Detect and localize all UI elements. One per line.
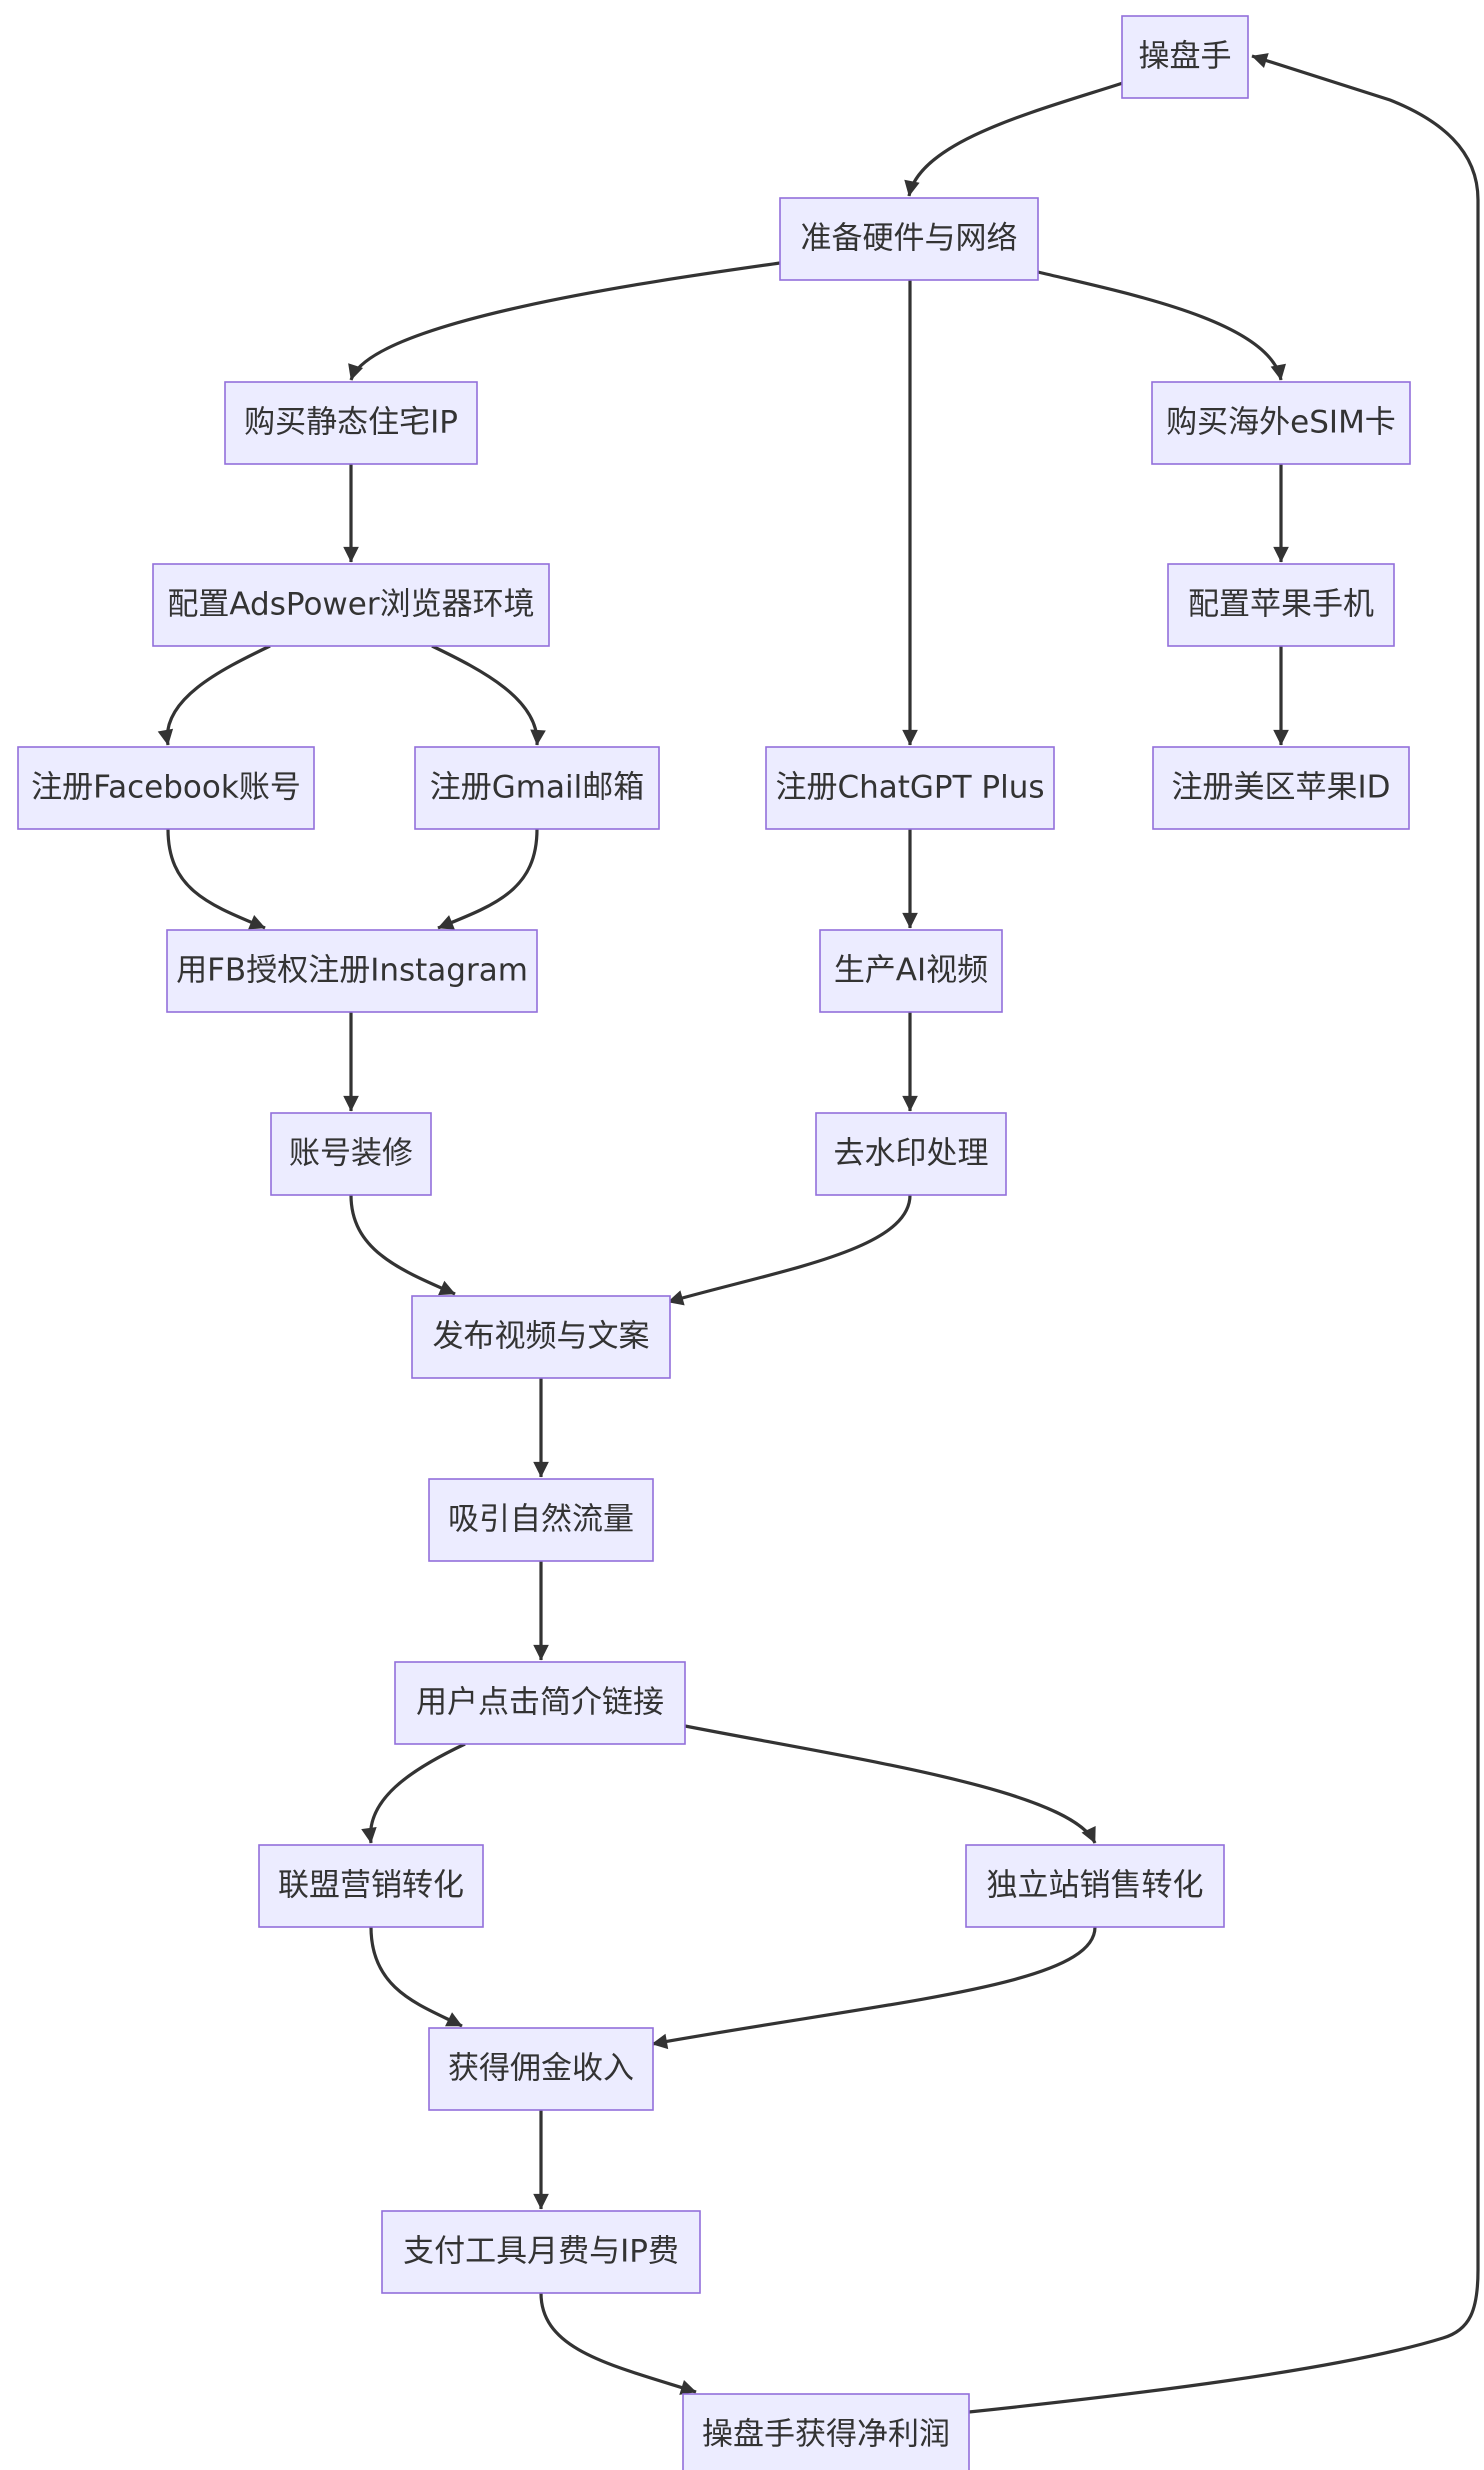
- node-label: 去水印处理: [834, 1136, 989, 1172]
- node-label: 配置苹果手机: [1188, 587, 1374, 623]
- node-publish: 发布视频与文案: [411, 1295, 671, 1379]
- edge-adspower-to-facebook: [157, 644, 271, 746]
- node-click: 用户点击简介链接: [394, 1661, 686, 1745]
- node-chatgpt: 注册ChatGPT Plus: [765, 746, 1055, 830]
- edge-facebook-to-instagram: [166, 828, 266, 930]
- edge-gmail-to-instagram: [437, 828, 539, 930]
- node-box: [1152, 746, 1410, 830]
- node-label: 配置AdsPower浏览器环境: [167, 587, 534, 623]
- edge-prepare-to-buy-ip: [348, 261, 781, 381]
- node-label: 发布视频与文案: [433, 1319, 650, 1355]
- node-box: [819, 929, 1003, 1013]
- edge-watermark-to-publish: [667, 1194, 912, 1306]
- node-label: 用户点击简介链接: [416, 1685, 664, 1721]
- node-box: [428, 2027, 654, 2111]
- node-label: 吸引自然流量: [448, 1502, 634, 1538]
- node-buy-esim: 购买海外eSIM卡: [1151, 381, 1411, 465]
- node-box: [779, 197, 1039, 281]
- node-box: [414, 746, 660, 830]
- node-label: 购买海外eSIM卡: [1166, 405, 1396, 441]
- node-prepare: 准备硬件与网络: [779, 197, 1039, 281]
- node-box: [428, 1478, 654, 1562]
- node-label: 操盘手: [1139, 39, 1232, 75]
- node-label: 支付工具月费与IP费: [403, 2234, 679, 2270]
- node-box: [411, 1295, 671, 1379]
- edge-affiliate-to-commission: [369, 1926, 463, 2028]
- node-label: 注册ChatGPT Plus: [775, 770, 1044, 806]
- node-box: [765, 746, 1055, 830]
- node-box: [1151, 381, 1411, 465]
- node-pay: 支付工具月费与IP费: [381, 2210, 701, 2294]
- node-facebook: 注册Facebook账号: [17, 746, 315, 830]
- node-watermark: 去水印处理: [815, 1112, 1007, 1196]
- edge-decorate-to-publish: [349, 1194, 456, 1296]
- node-affiliate: 联盟营销转化: [258, 1844, 484, 1928]
- edge-profit-to-trader: [968, 53, 1480, 2414]
- edge-pay-to-profit: [539, 2292, 697, 2395]
- node-instagram: 用FB授权注册Instagram: [166, 929, 538, 1013]
- node-trader: 操盘手: [1121, 15, 1249, 99]
- edge-adspower-to-gmail: [431, 644, 546, 746]
- node-decorate: 账号装修: [270, 1112, 432, 1196]
- node-label: 购买静态住宅IP: [244, 405, 458, 441]
- node-box: [815, 1112, 1007, 1196]
- edge-click-to-standalone: [684, 1724, 1097, 1844]
- node-adspower: 配置AdsPower浏览器环境: [152, 563, 550, 647]
- node-box: [1167, 563, 1395, 647]
- node-label: 独立站销售转化: [987, 1868, 1204, 1904]
- node-label: 联盟营销转化: [278, 1868, 464, 1904]
- edge-prepare-to-buy-esim: [1037, 270, 1286, 381]
- node-label: 注册美区苹果ID: [1171, 770, 1390, 806]
- node-box: [270, 1112, 432, 1196]
- node-label: 准备硬件与网络: [801, 221, 1018, 257]
- node-gmail: 注册Gmail邮箱: [414, 746, 660, 830]
- node-label: 操盘手获得净利润: [702, 2417, 950, 2453]
- node-box: [394, 1661, 686, 1745]
- node-box: [17, 746, 315, 830]
- node-label: 账号装修: [289, 1136, 413, 1172]
- node-box: [965, 1844, 1225, 1928]
- edges-layer: [157, 53, 1480, 2414]
- node-iphone: 配置苹果手机: [1167, 563, 1395, 647]
- node-commission: 获得佣金收入: [428, 2027, 654, 2111]
- node-box: [1121, 15, 1249, 99]
- node-label: 生产AI视频: [834, 953, 988, 989]
- node-box: [258, 1844, 484, 1928]
- node-label: 获得佣金收入: [448, 2051, 634, 2087]
- node-profit: 操盘手获得净利润: [682, 2393, 970, 2470]
- edge-click-to-affiliate: [361, 1742, 466, 1844]
- node-buy-ip: 购买静态住宅IP: [224, 381, 478, 465]
- edge-standalone-to-commission: [651, 1926, 1097, 2050]
- node-box: [381, 2210, 701, 2294]
- edge-trader-to-prepare: [904, 80, 1127, 197]
- node-label: 注册Facebook账号: [31, 770, 301, 806]
- node-appleid: 注册美区苹果ID: [1152, 746, 1410, 830]
- node-box: [682, 2393, 970, 2470]
- node-label: 注册Gmail邮箱: [430, 770, 644, 806]
- node-box: [152, 563, 550, 647]
- node-box: [224, 381, 478, 465]
- node-standalone: 独立站销售转化: [965, 1844, 1225, 1928]
- node-label: 用FB授权注册Instagram: [176, 953, 528, 989]
- node-ai-video: 生产AI视频: [819, 929, 1003, 1013]
- node-box: [166, 929, 538, 1013]
- node-traffic: 吸引自然流量: [428, 1478, 654, 1562]
